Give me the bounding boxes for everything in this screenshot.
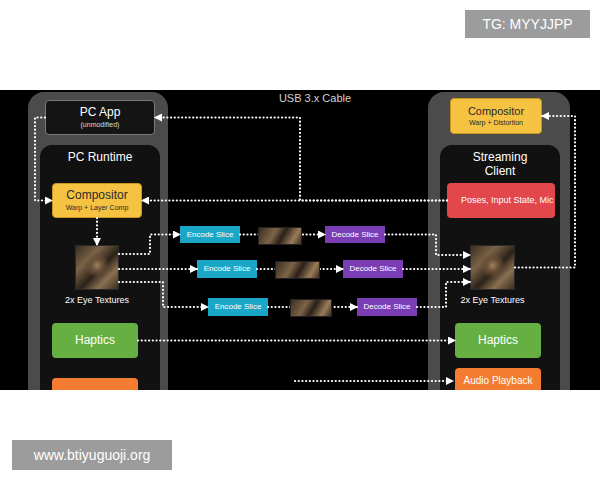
box-label: Decode Slice bbox=[349, 264, 396, 273]
box-label: 2x Eye Textures bbox=[57, 295, 137, 305]
slice-thumbnail bbox=[258, 227, 302, 245]
app-box: PC App(unmodified) bbox=[45, 100, 155, 135]
encode-box: Encode Slice bbox=[180, 226, 240, 243]
decode-box: Decode Slice bbox=[325, 226, 385, 243]
runtime-panel: PC RuntimeCompositorWarp + Layer Comp 2x … bbox=[40, 145, 160, 390]
box-label: Poses, Input State, Mic bbox=[461, 195, 541, 205]
box-sublabel: (unmodified) bbox=[81, 121, 120, 129]
box-label: 2x Eye Textures bbox=[453, 295, 533, 305]
box-label: Decode Slice bbox=[331, 230, 378, 239]
box-label: Haptics bbox=[478, 334, 518, 348]
box-label: PC Runtime bbox=[68, 151, 133, 165]
texture-image: 2x Eye Textures bbox=[75, 245, 119, 290]
box-label: Encode Slice bbox=[204, 264, 251, 273]
dotted-arrow bbox=[142, 199, 447, 201]
compositor-box: CompositorWarp + Distortion bbox=[450, 98, 542, 134]
dark-background: PC App(unmodified)CompositorWarp + Disto… bbox=[0, 90, 600, 390]
box-label: Streaming Client bbox=[460, 151, 540, 179]
decode-box: Decode Slice bbox=[343, 260, 403, 278]
haptics-box: Haptics bbox=[52, 323, 138, 358]
audio-leader-line bbox=[295, 380, 453, 382]
watermark: TG: MYYJJPP bbox=[465, 10, 590, 38]
client-panel: Streaming ClientPoses, Input State, Mic 2… bbox=[440, 145, 560, 390]
cable-label: USB 3.x Cable bbox=[255, 90, 375, 106]
box-sublabel: Warp + Distortion bbox=[469, 119, 523, 127]
input-box: Poses, Input State, Mic bbox=[447, 183, 555, 218]
dotted-arrow bbox=[138, 339, 455, 341]
box-label: PC App bbox=[80, 106, 121, 120]
encode-box: Encode Slice bbox=[197, 260, 257, 278]
haptics-box: Haptics bbox=[455, 323, 541, 358]
box-label: Decode Slice bbox=[363, 302, 410, 311]
box-sublabel: Warp + Layer Comp bbox=[66, 204, 129, 212]
decode-box: Decode Slice bbox=[357, 298, 417, 316]
watermark: www.btiyuguoji.org bbox=[12, 440, 172, 470]
compositor-box: CompositorWarp + Layer Comp bbox=[52, 183, 142, 218]
box-label: Haptics bbox=[75, 334, 115, 348]
audio-source-box bbox=[52, 378, 138, 390]
texture-image: 2x Eye Textures bbox=[470, 245, 515, 290]
encode-box: Encode Slice bbox=[208, 298, 268, 316]
slice-thumbnail bbox=[275, 261, 320, 279]
slice-thumbnail bbox=[290, 299, 332, 317]
box-label: Compositor bbox=[66, 189, 127, 203]
box-label: Encode Slice bbox=[215, 302, 262, 311]
box-label: Compositor bbox=[468, 105, 524, 118]
audio-box: Audio Playback bbox=[455, 368, 541, 390]
dotted-arrow bbox=[155, 118, 447, 201]
box-label: Audio Playback bbox=[464, 375, 533, 387]
box-label: Encode Slice bbox=[187, 230, 234, 239]
